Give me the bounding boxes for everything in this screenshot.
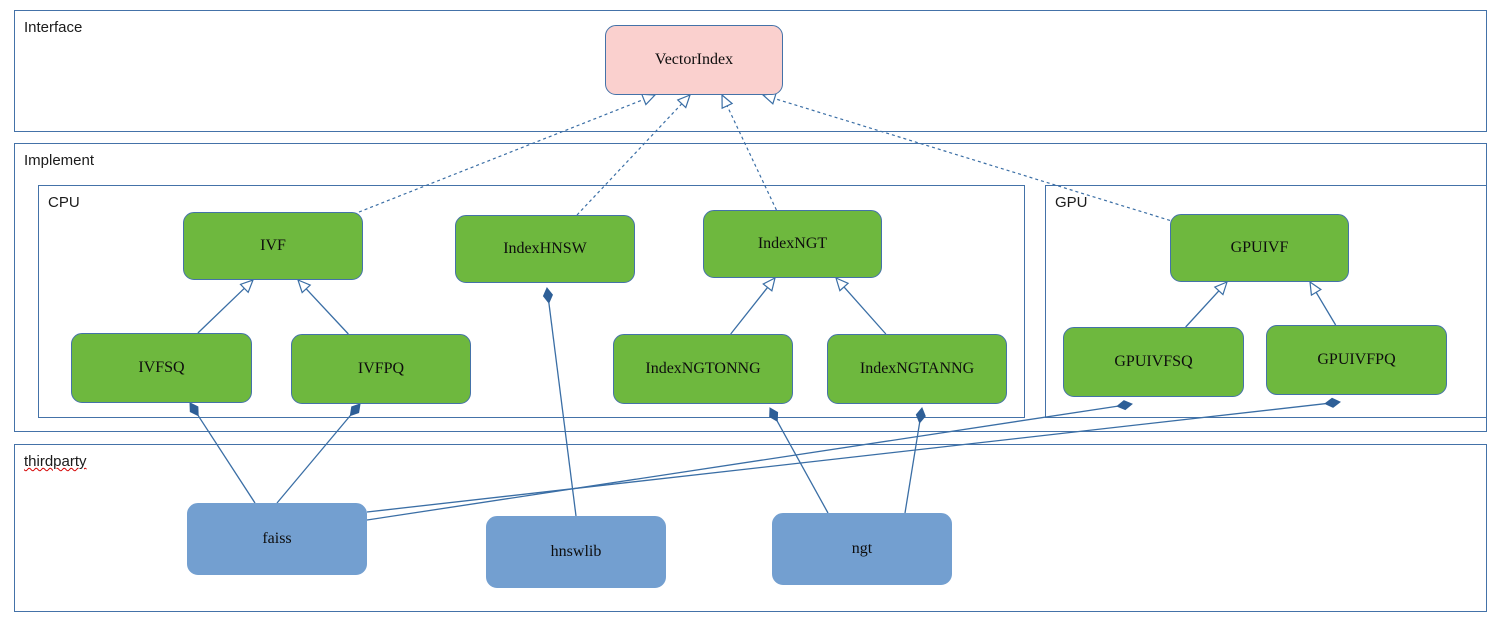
container-label-cpu: CPU — [48, 194, 80, 211]
container-label-interface: Interface — [24, 19, 83, 36]
node-ivfsq[interactable]: IVFSQ — [71, 333, 252, 403]
container-label-thirdparty: thirdparty — [24, 453, 87, 470]
node-gpuivfsq[interactable]: GPUIVFSQ — [1063, 327, 1244, 397]
node-ivf[interactable]: IVF — [183, 212, 363, 280]
node-ivfpq[interactable]: IVFPQ — [291, 334, 471, 404]
node-hnswlib[interactable]: hnswlib — [486, 516, 666, 588]
node-indexngtanng[interactable]: IndexNGTANNG — [827, 334, 1007, 404]
node-indexhnsw[interactable]: IndexHNSW — [455, 215, 635, 283]
container-label-implement: Implement — [24, 152, 95, 169]
node-ngt[interactable]: ngt — [772, 513, 952, 585]
node-indexngtonng[interactable]: IndexNGTONNG — [613, 334, 793, 404]
container-label-gpu: GPU — [1055, 194, 1088, 211]
node-faiss[interactable]: faiss — [187, 503, 367, 575]
node-indexngt[interactable]: IndexNGT — [703, 210, 882, 278]
node-vectorindex[interactable]: VectorIndex — [605, 25, 783, 95]
node-gpuivfpq[interactable]: GPUIVFPQ — [1266, 325, 1447, 395]
node-gpuivf[interactable]: GPUIVF — [1170, 214, 1349, 282]
